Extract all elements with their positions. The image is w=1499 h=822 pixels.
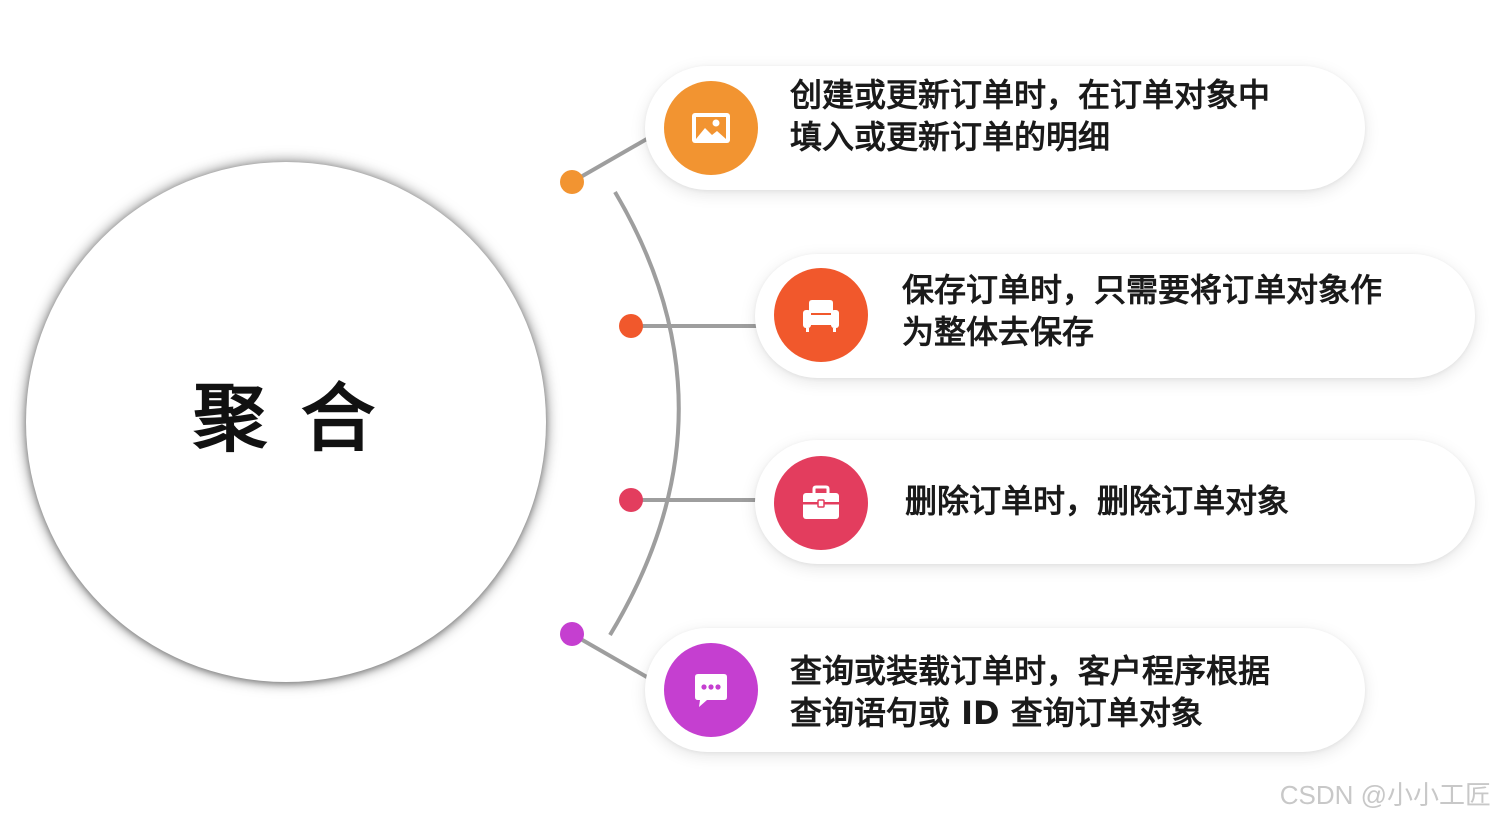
connector-line-4: [571, 632, 653, 682]
item-card-3: [755, 440, 1475, 564]
connector-dot-3: [619, 488, 643, 512]
item-card-1: [645, 66, 1365, 190]
connector-line-1: [571, 134, 653, 184]
item-text-2: 保存订单时，只需要将订单对象作 为整体去保存: [902, 271, 1383, 351]
chat-bubble-icon: [664, 643, 758, 737]
item-text-4: 查询或装载订单时，客户程序根据 查询语句或 ID 查询订单对象: [790, 652, 1271, 732]
item-card-4: [645, 628, 1365, 752]
watermark: CSDN @小小工匠: [1279, 780, 1491, 810]
connector-dot-1: [560, 170, 584, 194]
item-card-2: [755, 254, 1475, 378]
image-icon: [664, 81, 758, 175]
item-text-3: 删除订单时，删除订单对象: [905, 482, 1290, 520]
connector-arc: [608, 190, 681, 637]
main-title: 聚合: [193, 375, 409, 462]
sofa-icon: [774, 268, 868, 362]
main-concept-circle: 聚合: [26, 162, 546, 682]
connector-dot-4: [560, 622, 584, 646]
connector-dot-2: [619, 314, 643, 338]
item-text-1: 创建或更新订单时，在订单对象中 填入或更新订单的明细: [790, 76, 1271, 156]
toolbox-icon: [774, 456, 868, 550]
